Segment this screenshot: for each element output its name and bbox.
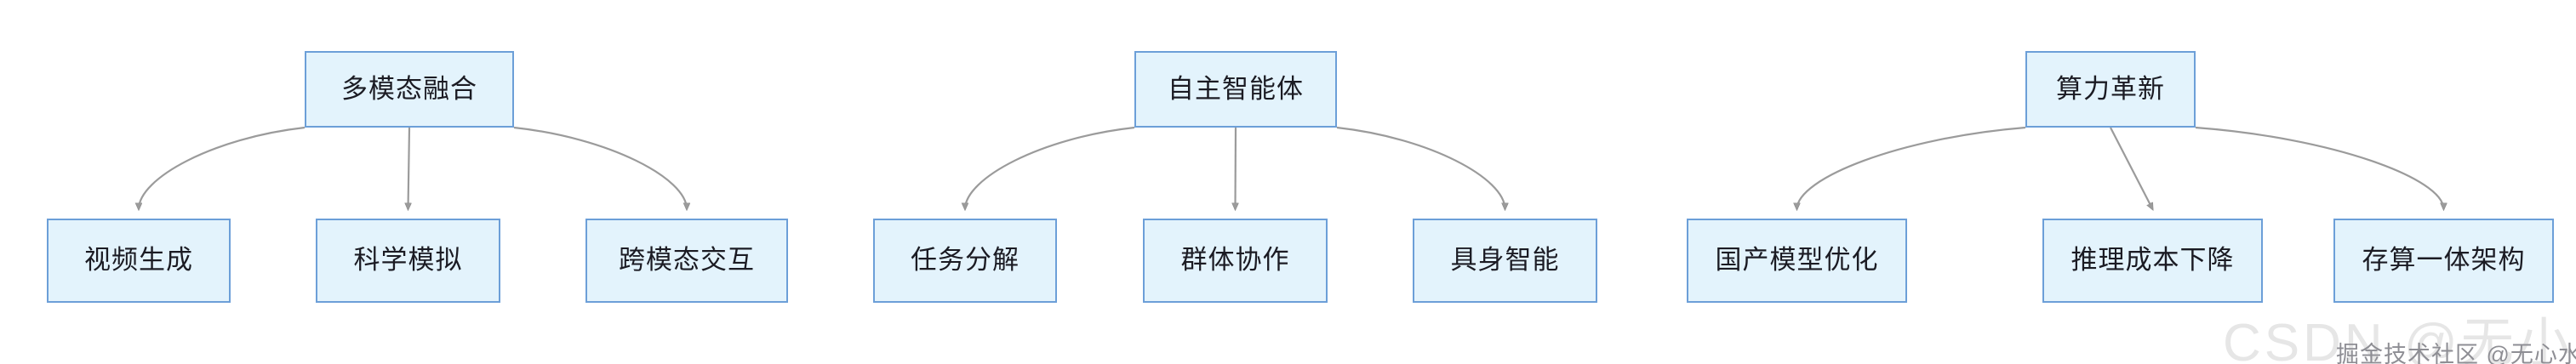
node-label: 算力革新 [2056, 73, 2165, 104]
node-label: 多模态融合 [341, 73, 477, 104]
edge-e2-mid [1236, 127, 1237, 209]
watermark-csdn: CSDN @无小水 [2223, 314, 2576, 364]
node-duomotai-ronghe[interactable]: 多模态融合 [305, 51, 514, 128]
node-label: 群体协作 [1180, 245, 1290, 276]
node-kuamotai-jiaohu[interactable]: 跨模态交互 [585, 219, 788, 303]
edge-e3-left [1797, 126, 2026, 209]
node-label: 存算一体架构 [2362, 245, 2526, 276]
edge-e2-right [1336, 126, 1505, 209]
node-label: 科学模拟 [353, 245, 463, 276]
node-label: 跨模态交互 [619, 245, 755, 276]
node-label: 自主智能体 [1168, 73, 1304, 104]
node-label: 视频生成 [84, 245, 193, 276]
node-suanli-gexin[interactable]: 算力革新 [2025, 51, 2196, 128]
node-shipin-shengcheng[interactable]: 视频生成 [47, 219, 231, 303]
edge-e1-mid [408, 127, 410, 209]
node-label: 任务分解 [911, 245, 1020, 276]
node-kexue-moni[interactable]: 科学模拟 [316, 219, 500, 303]
node-zizhu-zhinengti[interactable]: 自主智能体 [1134, 51, 1337, 128]
node-guochan-moxing-youhua[interactable]: 国产模型优化 [1687, 219, 1907, 303]
edge-e3-right [2195, 126, 2444, 209]
node-label: 推理成本下降 [2071, 245, 2235, 276]
edge-e3-mid [2110, 127, 2153, 209]
node-renwu-fenjie[interactable]: 任务分解 [873, 219, 1057, 303]
node-tuili-chengben-xiajiang[interactable]: 推理成本下降 [2042, 219, 2263, 303]
node-label: 具身智能 [1450, 245, 1560, 276]
edge-e1-right [513, 126, 687, 209]
node-label: 国产模型优化 [1715, 245, 1879, 276]
node-jushen-zhineng[interactable]: 具身智能 [1413, 219, 1597, 303]
node-cunsuan-yiti-jiagou[interactable]: 存算一体架构 [2333, 219, 2554, 303]
edge-e1-left [139, 126, 306, 209]
edge-e2-left [965, 126, 1135, 209]
node-qunti-xiezuo[interactable]: 群体协作 [1143, 219, 1328, 303]
watermark-juejin: 掘金技术社区 @无心水 [2336, 342, 2576, 364]
